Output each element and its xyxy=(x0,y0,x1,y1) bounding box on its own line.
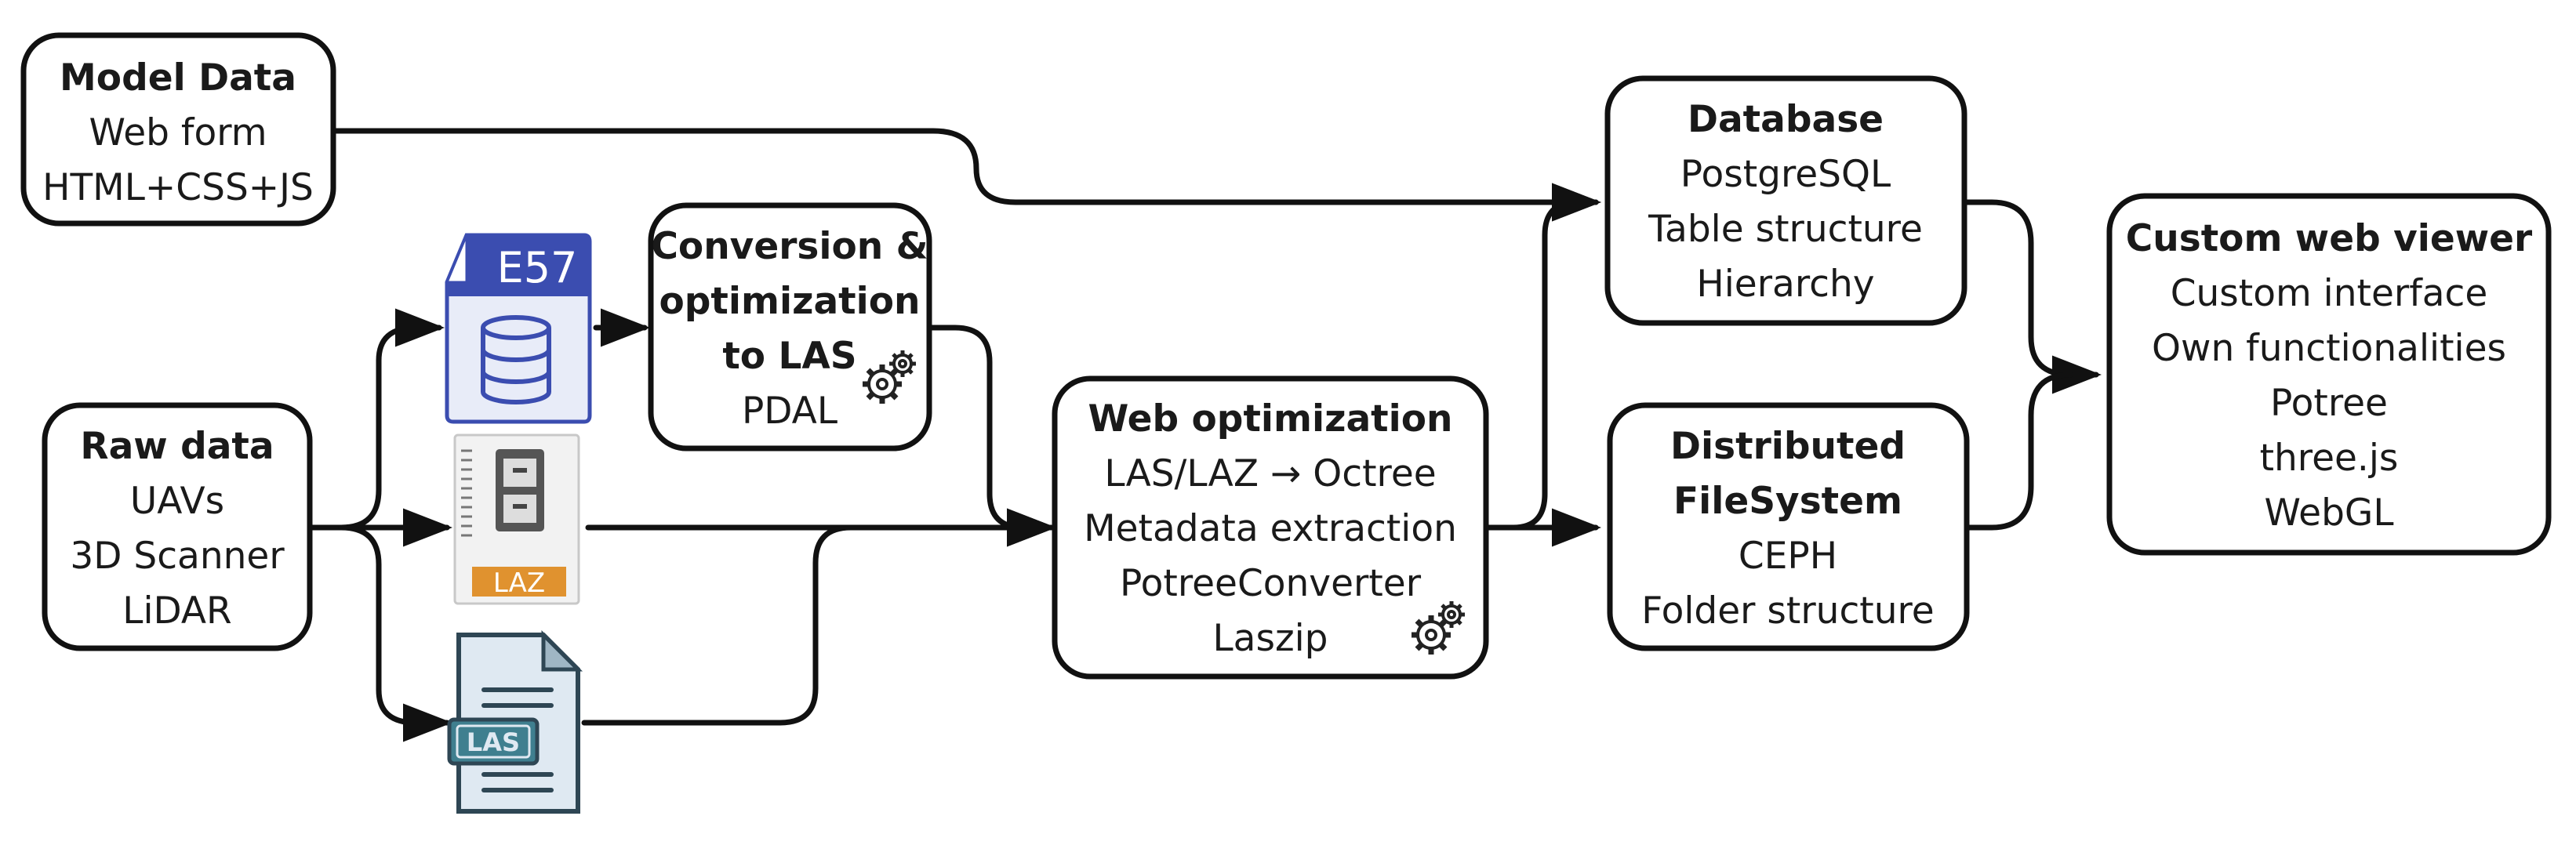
document-file-icon: LAS xyxy=(447,629,583,814)
viewer-line: three.js xyxy=(2260,437,2399,480)
boxes xyxy=(20,32,2552,680)
e57-label: E57 xyxy=(497,243,578,292)
web-optimization-line: Laszip xyxy=(1212,617,1328,660)
dfs-title: FileSystem xyxy=(1673,480,1902,523)
box-dfs xyxy=(1607,402,1970,651)
arrow-dfs-to-viewer xyxy=(1964,372,2073,531)
las-label: LAS xyxy=(467,727,520,757)
dfs-line: Folder structure xyxy=(1641,589,1934,633)
dfs-title: Distributed xyxy=(1670,425,1906,468)
web-optimization-line: PotreeConverter xyxy=(1120,562,1422,605)
gear-icon xyxy=(863,350,916,404)
conversion-title: to LAS xyxy=(722,335,856,378)
archive-file-icon: LAZ xyxy=(453,433,580,605)
dfs-line: CEPH xyxy=(1739,535,1837,578)
viewer-line: WebGL xyxy=(2264,491,2393,535)
database-line: Table structure xyxy=(1648,208,1923,251)
viewer-line: Custom interface xyxy=(2171,272,2488,315)
model-data-line: HTML+CSS+JS xyxy=(42,166,314,209)
laz-label: LAZ xyxy=(493,568,545,599)
conversion-title: Conversion & xyxy=(651,225,928,268)
web-optimization-line: LAS/LAZ → Octree xyxy=(1104,452,1436,495)
model-data-title: Model Data xyxy=(60,56,296,100)
arrow-raw-to-e57 xyxy=(307,308,445,531)
raw-data-line: 3D Scanner xyxy=(70,535,285,578)
raw-data-line: LiDAR xyxy=(122,589,231,633)
box-viewer xyxy=(2106,193,2552,556)
database-icon xyxy=(481,315,551,404)
database-line: PostgreSQL xyxy=(1680,153,1891,196)
database-title: Database xyxy=(1688,98,1884,141)
gear-icon xyxy=(1412,601,1465,655)
box-model-data xyxy=(20,32,336,227)
box-conversion xyxy=(648,202,932,452)
viewer-line: Potree xyxy=(2270,382,2388,425)
web-optimization-line: Metadata extraction xyxy=(1084,507,1457,550)
raw-data-line: UAVs xyxy=(130,480,224,523)
conversion-title: optimization xyxy=(659,280,921,323)
arrow-conversion-to-webopt xyxy=(926,325,1056,547)
model-data-line: Web form xyxy=(89,111,267,154)
database-line: Hierarchy xyxy=(1696,263,1874,306)
web-optimization-title: Web optimization xyxy=(1088,397,1452,441)
raw-data-title: Raw data xyxy=(80,425,274,468)
database-file-icon: E57 xyxy=(445,233,592,424)
box-database xyxy=(1604,75,1967,326)
arrow-webopt-to-database xyxy=(1483,183,1601,531)
box-web-optimization xyxy=(1052,375,1489,680)
viewer-title: Custom web viewer xyxy=(2126,217,2533,260)
conversion-line: PDAL xyxy=(742,390,837,433)
arrow-model-to-database xyxy=(330,128,1601,222)
box-raw-data xyxy=(42,402,313,651)
arrow-las-to-webopt xyxy=(581,524,944,726)
connectors xyxy=(307,128,2102,742)
arrow-raw-to-las xyxy=(338,524,452,742)
viewer-line: Own functionalities xyxy=(2152,327,2506,370)
arrow-database-to-viewer xyxy=(1961,199,2102,394)
